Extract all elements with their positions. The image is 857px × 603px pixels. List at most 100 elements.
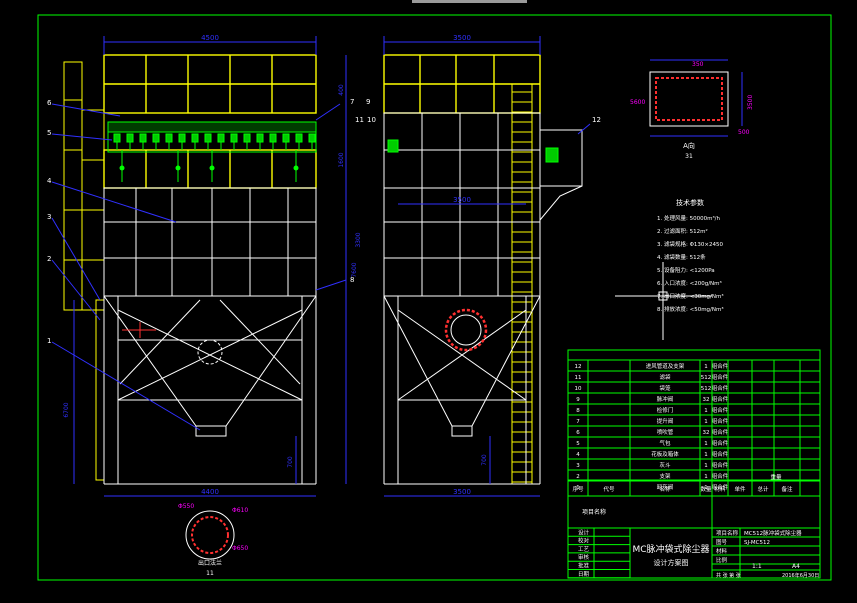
bom-cell: 组合件 bbox=[712, 483, 729, 491]
bom-cell: 3 bbox=[576, 463, 580, 469]
bom-cell: 提升阀 bbox=[657, 417, 674, 425]
height-dim-1: 400 bbox=[338, 84, 345, 96]
bom-cell: 组合件 bbox=[712, 384, 729, 392]
side-valves bbox=[387, 139, 559, 163]
side-casing bbox=[383, 112, 583, 485]
front-foot-dim: 700 bbox=[287, 456, 294, 468]
title-row-label: 校对 bbox=[578, 537, 590, 545]
outlet-dim-1: Φ550 bbox=[178, 503, 194, 510]
section-a-dim-4: 350 bbox=[692, 61, 704, 68]
bom-cell: 组合件 bbox=[712, 395, 729, 403]
bom-header-cell: 序号 bbox=[572, 485, 584, 493]
height-dim-3: 3300 bbox=[355, 232, 362, 247]
pulse-valve-icon bbox=[126, 133, 134, 150]
bom-cell: 11 bbox=[575, 375, 582, 381]
bom-cell: 组合件 bbox=[712, 472, 729, 480]
title-right-key: 项目名称 bbox=[716, 529, 739, 537]
pulse-valve-icon bbox=[295, 133, 303, 150]
side-dims bbox=[383, 36, 541, 497]
height-dim-2: 1600 bbox=[338, 152, 345, 167]
pulse-valve-icon bbox=[178, 133, 186, 150]
leader-4: 4 bbox=[47, 177, 52, 185]
height-dim-4: 7600 bbox=[351, 262, 358, 277]
bom-header-cell: 数量 bbox=[700, 485, 712, 493]
section-a: A向 31 3500 5600 500 350 bbox=[630, 59, 754, 160]
tag-11: 11 bbox=[355, 116, 364, 124]
side-view: 3500 3500 3500 700 11 10 9 12 bbox=[355, 34, 601, 497]
bom-cell: 9 bbox=[576, 397, 580, 403]
front-leaders bbox=[51, 103, 347, 431]
section-a-dim-3: 500 bbox=[738, 129, 750, 136]
tag-9: 9 bbox=[366, 98, 370, 106]
title-row-label: 设计 bbox=[578, 528, 590, 536]
valve-stem-icon bbox=[119, 150, 125, 182]
title-row-label: 批准 bbox=[578, 562, 590, 570]
section-a-caption: A向 bbox=[683, 141, 695, 150]
drawing-subtitle: 设计方案图 bbox=[654, 558, 689, 567]
sheet-value: A4 bbox=[792, 563, 800, 570]
bom-cell: 7 bbox=[576, 419, 580, 425]
side-foot-dim: 700 bbox=[481, 454, 488, 466]
valve-stem-icon bbox=[175, 150, 181, 182]
bom-header-cell: 材料 bbox=[714, 485, 726, 493]
pulse-valve-icon bbox=[256, 133, 264, 150]
section-a-sub: 31 bbox=[685, 153, 693, 160]
leader-5: 5 bbox=[47, 129, 51, 137]
pulse-valve-icon bbox=[269, 133, 277, 150]
side-ladder bbox=[511, 84, 533, 484]
bom-cell: 袋笼 bbox=[659, 384, 671, 392]
bom-cell: 512 bbox=[701, 375, 712, 381]
outlet-detail: 出口法兰 11 Φ550 Φ610 Φ650 bbox=[178, 503, 248, 577]
bom-cell: 1 bbox=[704, 474, 708, 480]
pulse-valve-icon bbox=[230, 133, 238, 150]
bom-header-cell: 总计 bbox=[757, 485, 769, 493]
bom-cell: 12 bbox=[575, 364, 582, 370]
front-roof bbox=[103, 54, 317, 189]
bom-cell: 5 bbox=[576, 441, 580, 447]
top-tab-bar[interactable] bbox=[412, 0, 527, 3]
pulse-valve-icon bbox=[243, 133, 251, 150]
pulse-valve-icon bbox=[113, 133, 121, 150]
param-line: 4. 滤袋数量: 512条 bbox=[657, 253, 706, 261]
pulse-valve-icon bbox=[165, 133, 173, 150]
front-width-dim: 4500 bbox=[201, 34, 219, 42]
front-left-platform bbox=[63, 61, 105, 481]
leader-1: 1 bbox=[47, 337, 51, 345]
title-row-label: 审核 bbox=[578, 553, 590, 561]
front-dims bbox=[73, 36, 347, 497]
bom-cell: 1 bbox=[704, 485, 708, 491]
pulse-valve-icon bbox=[308, 133, 316, 150]
outlet-sub: 11 bbox=[206, 570, 214, 577]
title-row-label: 日期 bbox=[578, 571, 590, 578]
bom-header-cell: 名称 bbox=[659, 485, 671, 493]
front-view: 4500 4400 6700 700 400 1600 3300 7600 6 … bbox=[47, 34, 362, 497]
pages-label: 共 张 第 张 bbox=[716, 572, 741, 579]
tag-12: 12 bbox=[592, 116, 601, 124]
leader-6: 6 bbox=[47, 99, 52, 107]
bom-cell: 滤袋 bbox=[659, 373, 671, 381]
outlet-dim-3: Φ650 bbox=[232, 545, 248, 552]
pulse-valve-icon bbox=[152, 133, 160, 150]
bom-cell: 6 bbox=[576, 430, 580, 436]
front-bottom-dim: 4400 bbox=[201, 488, 219, 496]
title-row-label: 工艺 bbox=[578, 546, 590, 553]
bom-cell: 支架 bbox=[659, 472, 671, 480]
bom-cell: 1 bbox=[704, 452, 708, 458]
valve-stem-icon bbox=[209, 150, 215, 182]
drawing-date: 2016年6月30日 bbox=[782, 572, 819, 579]
bom-cell: 32 bbox=[703, 430, 710, 436]
front-left-dim: 6700 bbox=[63, 402, 70, 417]
bom-cell: 1 bbox=[704, 463, 708, 469]
leader-2: 2 bbox=[47, 255, 51, 263]
outlet-dim-2: Φ610 bbox=[232, 507, 248, 514]
leader-3: 3 bbox=[47, 213, 51, 221]
scale-value: 1:1 bbox=[752, 563, 762, 570]
front-casing bbox=[103, 187, 317, 485]
param-line: 3. 滤袋规格: Φ130×2450 bbox=[657, 240, 724, 248]
bom-cell: 进风管道及支架 bbox=[646, 362, 685, 370]
title-right-key: 图号 bbox=[716, 538, 728, 546]
bom-cell: 8 bbox=[576, 408, 580, 414]
tag-10: 10 bbox=[367, 116, 376, 124]
bom-cell: 组合件 bbox=[712, 417, 729, 425]
